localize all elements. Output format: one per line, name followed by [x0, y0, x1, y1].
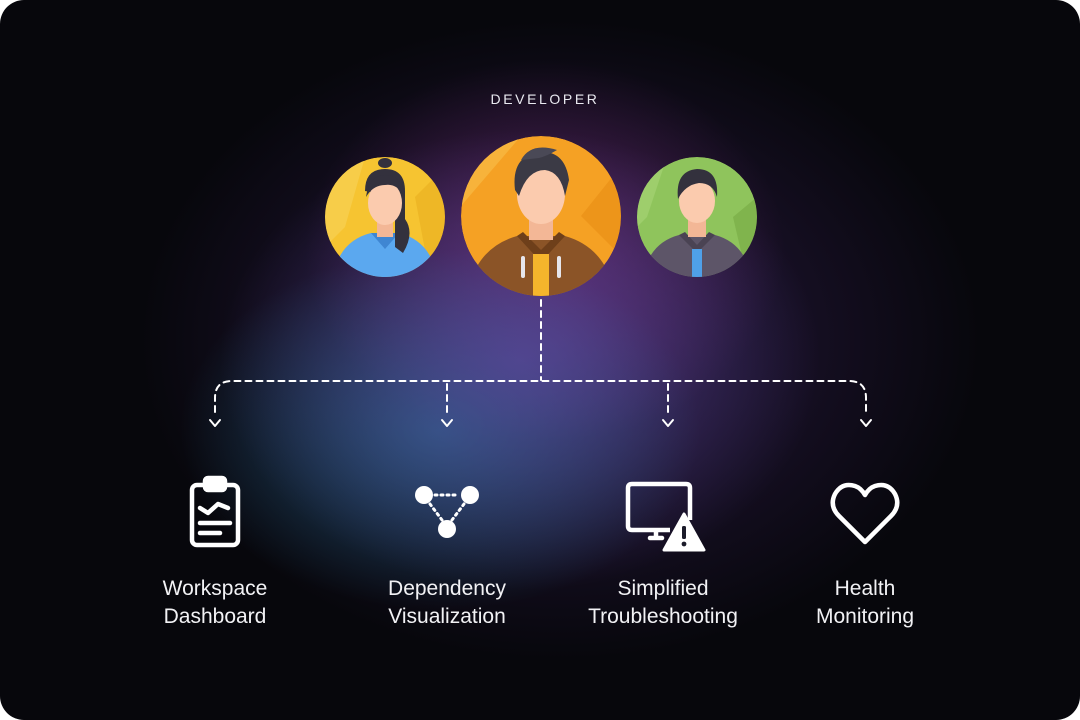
monitor-warning-icon [618, 470, 708, 560]
feature-workspace-dashboard: Workspace Dashboard [115, 470, 315, 631]
feature-label-line2: Visualization [347, 603, 547, 631]
feature-health-monitoring: Health Monitoring [765, 470, 965, 631]
feature-label-line1: Dependency [347, 575, 547, 603]
arrow-head-1 [210, 420, 220, 426]
clipboard-chart-icon [170, 470, 260, 560]
heart-icon [820, 470, 910, 560]
feature-label-line2: Monitoring [765, 603, 965, 631]
feature-label-line2: Troubleshooting [563, 603, 763, 631]
feature-label-line1: Simplified [563, 575, 763, 603]
arrow-head-4 [861, 420, 871, 426]
node-graph-icon [402, 470, 492, 560]
feature-dependency-visualization: Dependency Visualization [347, 470, 547, 631]
arrow-head-2 [442, 420, 452, 426]
feature-label-line1: Workspace [115, 575, 315, 603]
feature-label-line1: Health [765, 575, 965, 603]
feature-simplified-troubleshooting: Simplified Troubleshooting [563, 470, 763, 631]
feature-label-line2: Dashboard [115, 603, 315, 631]
arrow-head-3 [663, 420, 673, 426]
